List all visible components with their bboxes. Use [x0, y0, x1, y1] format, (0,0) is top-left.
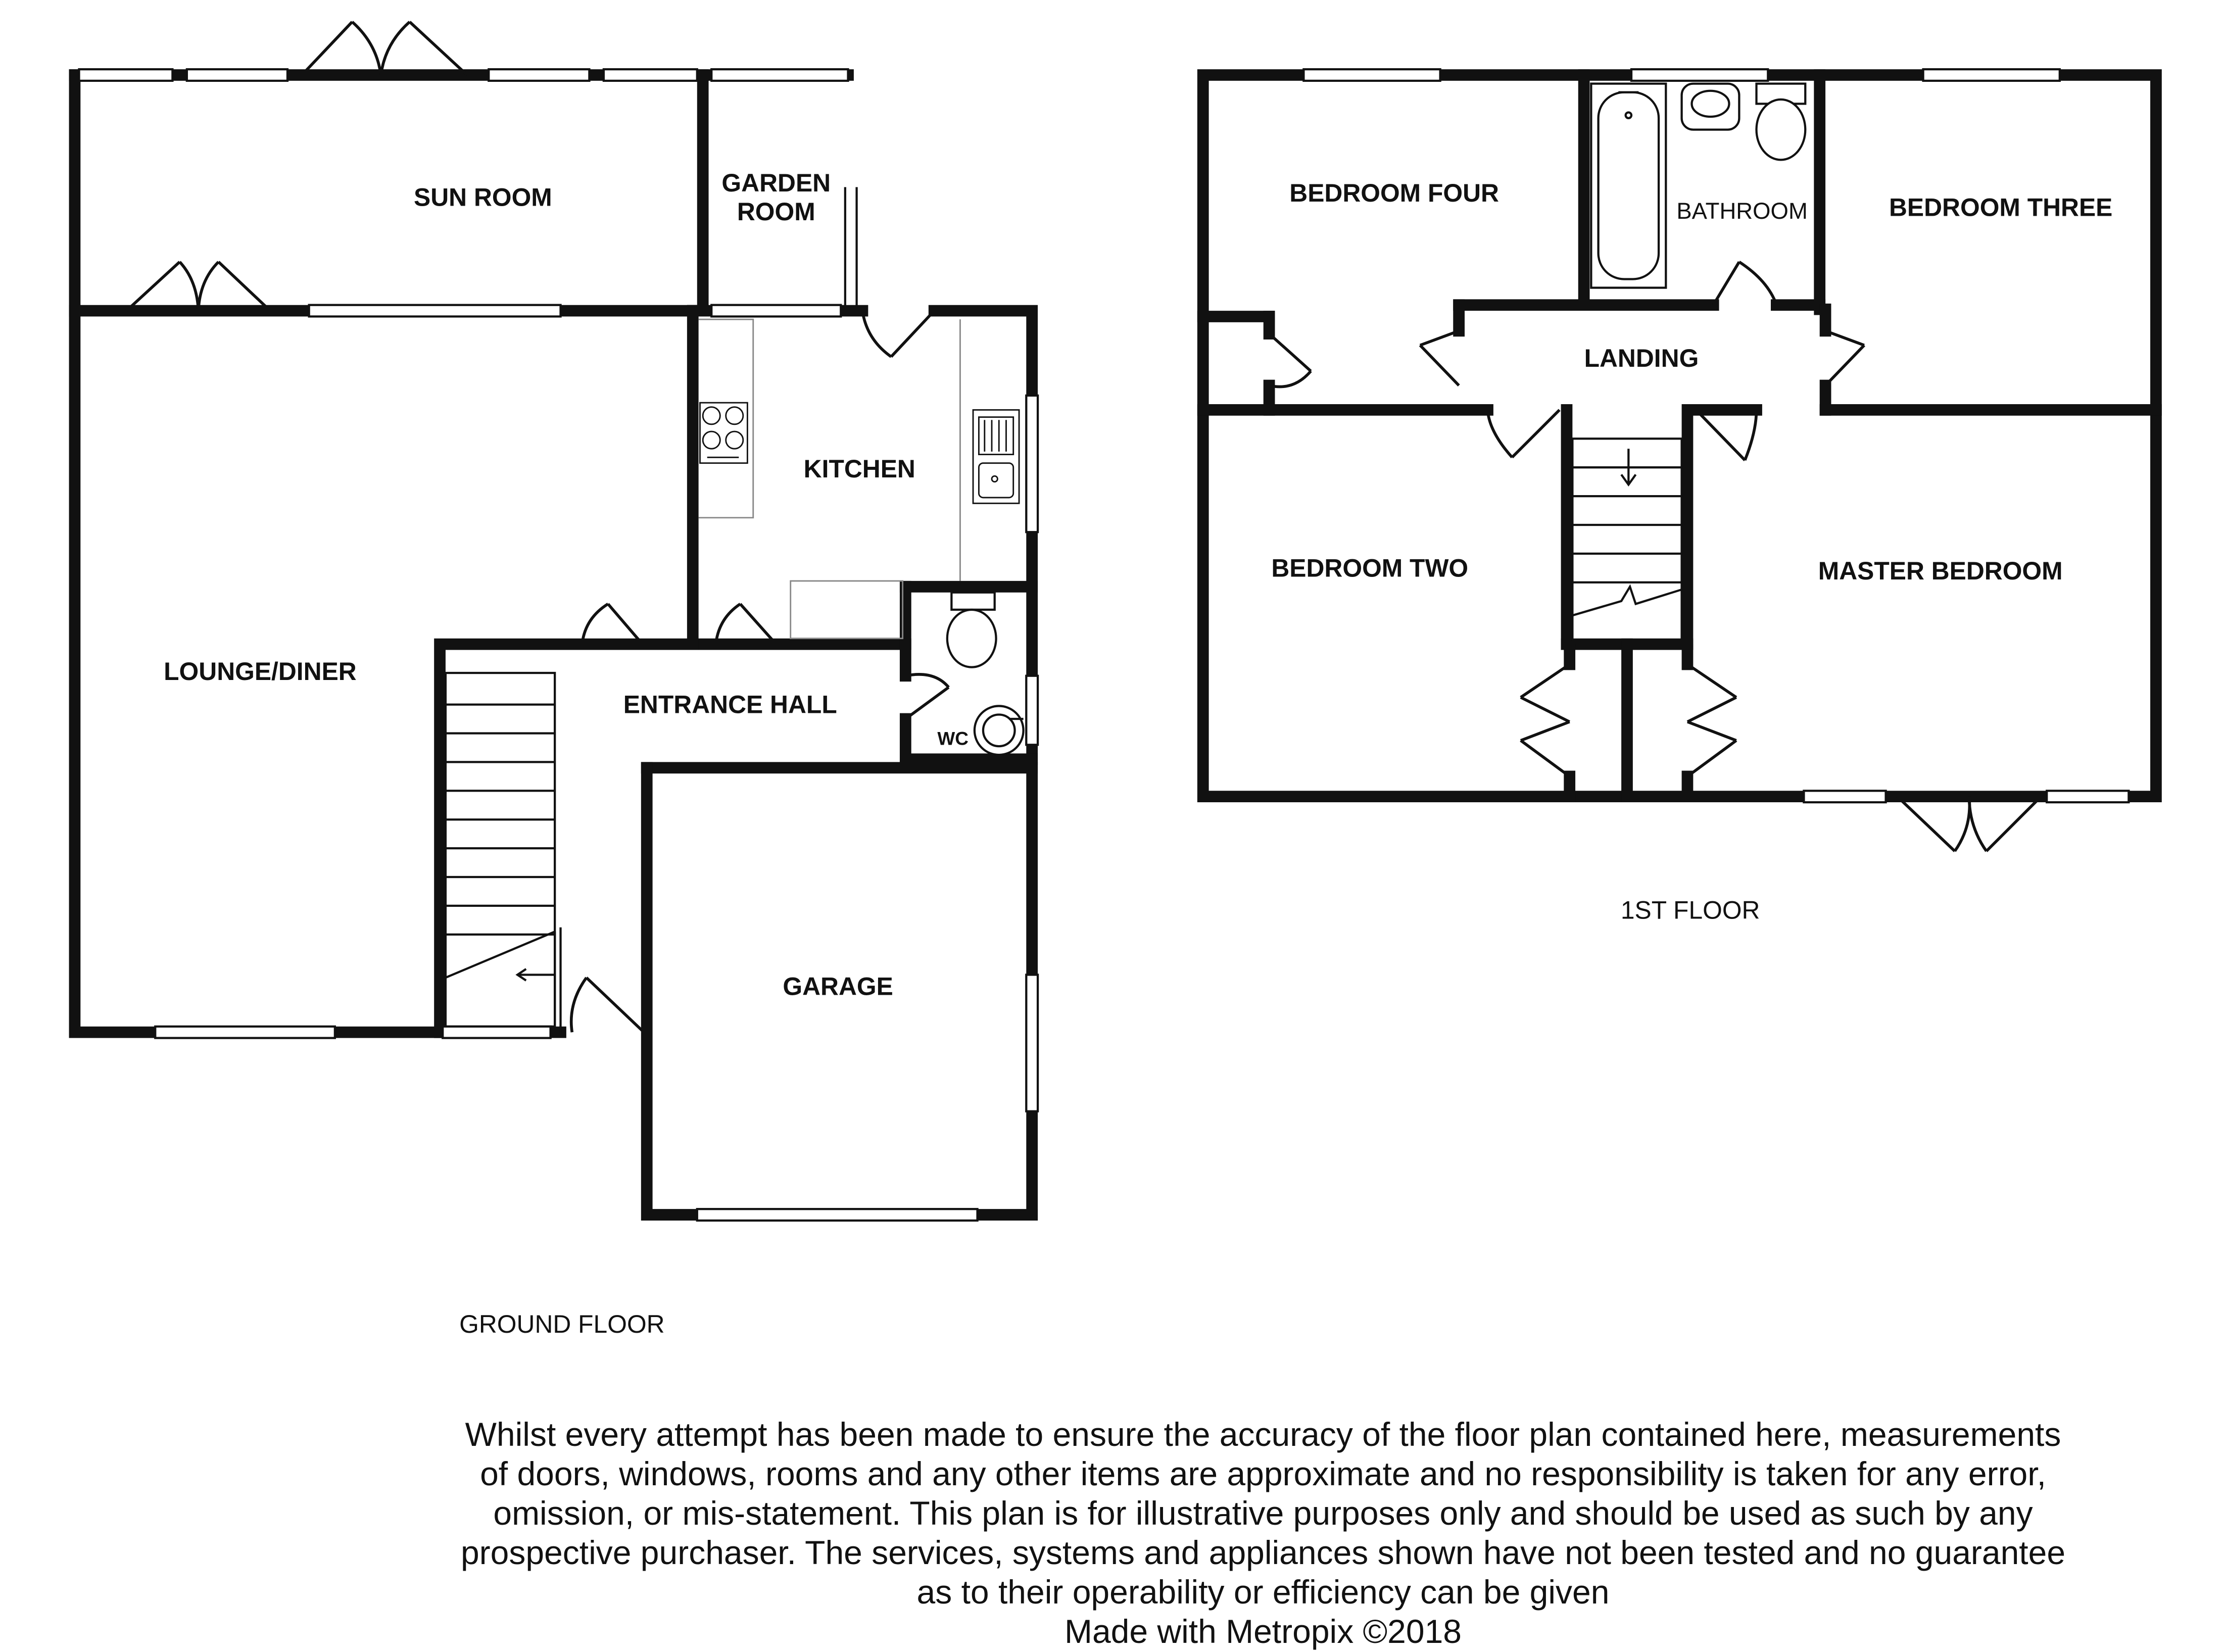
room-label-bedroom-three: BEDROOM THREE	[1889, 193, 2112, 221]
ground-floor-label: GROUND FLOOR	[459, 1310, 664, 1338]
room-label-wc: WC	[937, 728, 969, 749]
room-label-master-bedroom: MASTER BEDROOM	[1818, 557, 2063, 585]
room-label-bedroom-two: BEDROOM TWO	[1271, 554, 1468, 582]
ground-floor-doors	[125, 21, 950, 1034]
double-door-icon	[1686, 663, 1737, 778]
window-icon	[308, 304, 562, 318]
window-icon	[1025, 974, 1039, 1112]
window-icon	[1630, 68, 1769, 82]
door-swing-icon	[1695, 409, 1758, 461]
window-icon	[1025, 394, 1039, 533]
stairs-icon	[1571, 438, 1683, 641]
door-swing-icon	[904, 673, 950, 720]
double-door-icon	[301, 21, 468, 76]
double-door-icon	[1896, 795, 2042, 852]
ground-floor-windows	[78, 68, 1039, 1222]
room-label-garage: GARAGE	[783, 972, 893, 1000]
room-label-kitchen: KITCHEN	[804, 455, 915, 483]
room-label-entrance-hall: ENTRANCE HALL	[623, 691, 837, 719]
double-door-icon	[125, 261, 271, 312]
window-icon	[696, 1208, 979, 1222]
credit-line: Made with Metropix ©2018	[1064, 1613, 1462, 1650]
ground-floor-walls	[69, 69, 1038, 1221]
garden-room-glazing	[844, 187, 858, 311]
disclaimer-line: Whilst every attempt has been made to en…	[465, 1416, 2061, 1453]
first-floor-walls	[1197, 69, 2162, 803]
sink-icon	[972, 409, 1020, 504]
kitchen-worktops	[698, 318, 961, 640]
window-icon	[710, 68, 849, 82]
toilet-icon	[946, 591, 997, 668]
disclaimer-line: of doors, windows, rooms and any other i…	[480, 1455, 2046, 1492]
door-swing-icon	[714, 603, 778, 646]
room-label-lounge-diner: LOUNGE/DINER	[164, 657, 357, 686]
room-labels: SUN ROOM GARDEN ROOM KITCHEN LOUNGE/DINE…	[164, 169, 2112, 1000]
door-swing-icon	[1712, 260, 1778, 306]
window-icon	[488, 68, 591, 82]
room-label-bathroom: BATHROOM	[1676, 198, 1808, 224]
window-icon	[442, 1025, 552, 1039]
first-floor-doors	[1268, 260, 2042, 852]
door-swing-icon	[1824, 329, 1865, 386]
double-door-icon	[1520, 663, 1571, 778]
disclaimer-line: omission, or mis-statement. This plan is…	[493, 1494, 2033, 1532]
room-label-bedroom-four: BEDROOM FOUR	[1289, 179, 1499, 207]
window-icon	[710, 304, 842, 318]
door-swing-icon	[1419, 329, 1460, 386]
floor-labels: GROUND FLOOR 1ST FLOOR	[459, 896, 1760, 1338]
disclaimer: Whilst every attempt has been made to en…	[354, 1415, 2172, 1651]
basin-icon	[1680, 82, 1740, 131]
door-swing-icon	[1268, 332, 1312, 388]
window-icon	[185, 68, 289, 82]
window-icon	[1803, 790, 1887, 804]
door-swing-icon	[581, 603, 644, 645]
door-swing-icon	[861, 310, 936, 358]
bath-icon	[1590, 82, 1667, 289]
room-label-garden-room-2: ROOM	[737, 198, 815, 226]
window-icon	[1922, 68, 2061, 82]
door-swing-icon	[1486, 409, 1561, 459]
toilet-icon	[1755, 82, 1807, 161]
window-icon	[78, 68, 174, 82]
window-icon	[1025, 674, 1039, 746]
first-floor-plan	[1197, 68, 2162, 852]
window-icon	[154, 1025, 336, 1039]
disclaimer-line: as to their operability or efficiency ca…	[916, 1573, 1610, 1611]
window-icon	[1302, 68, 1441, 82]
window-icon	[602, 68, 698, 82]
room-label-garden-room: GARDEN	[721, 169, 831, 197]
room-label-landing: LANDING	[1584, 344, 1699, 372]
room-label-sun-room: SUN ROOM	[414, 183, 552, 211]
hob-icon	[699, 402, 748, 464]
ground-floor-plan	[69, 21, 1039, 1222]
door-swing-icon	[569, 977, 645, 1034]
basin-icon	[973, 705, 1025, 756]
stairs-icon	[444, 671, 562, 1033]
first-floor-label: 1ST FLOOR	[1621, 896, 1760, 925]
window-icon	[2046, 790, 2130, 804]
first-floor-windows	[1302, 68, 2130, 804]
disclaimer-line: prospective purchaser. The services, sys…	[460, 1534, 2066, 1571]
